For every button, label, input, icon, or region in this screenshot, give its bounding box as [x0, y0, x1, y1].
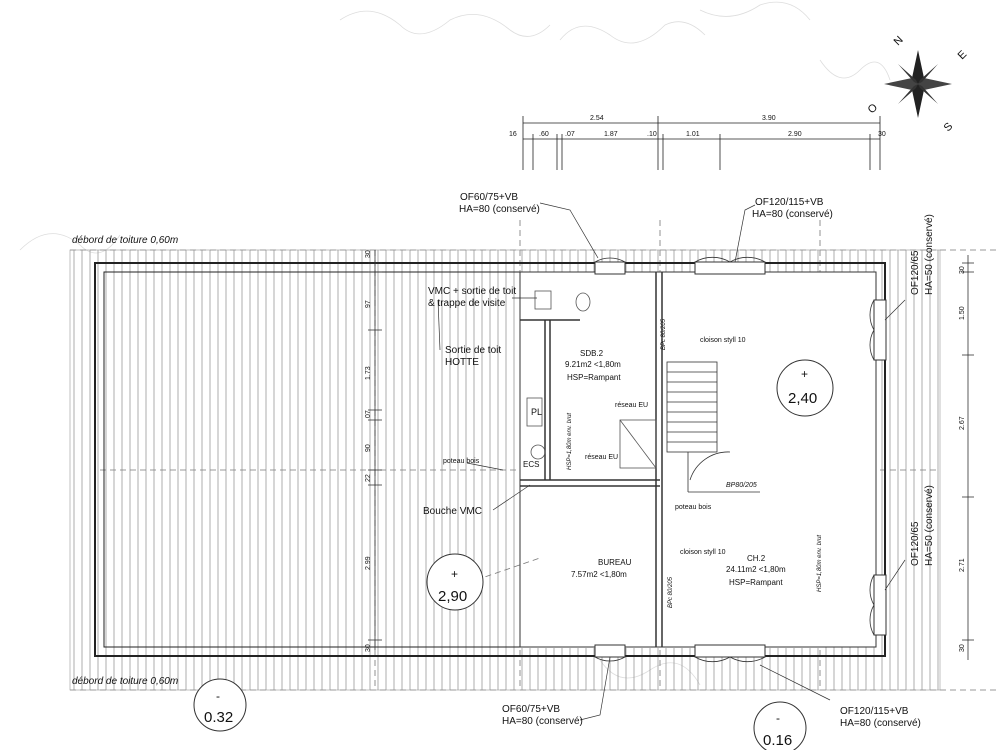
hotte-note-line2: HOTTE [445, 357, 479, 368]
compass-label-s: S [942, 120, 956, 134]
staircase [666, 361, 760, 493]
dim-seg-7: 2.90 [788, 131, 802, 138]
pl-label: PL [531, 407, 542, 417]
dim-left-3: 1.73 [365, 366, 372, 380]
dim-left-8: 30 [365, 644, 372, 652]
dim-seg-1: 16 [509, 131, 517, 138]
roof-hatch-bottom [520, 648, 820, 690]
dim-seg-2: .60 [539, 131, 549, 138]
compass-label-o: O [866, 101, 881, 116]
living-area [520, 272, 876, 647]
hsp-note-right: HSP=1,80m env. brut [817, 535, 823, 592]
room-sdb-hsp: HSP=Rampant [567, 373, 621, 382]
bp-note-mid: BP80/205 [726, 482, 757, 489]
window-4-ha: HA=50 (conservé) [924, 485, 935, 566]
dim-overall-2: 3.90 [762, 115, 776, 122]
dim-right-1: 30 [959, 266, 966, 274]
reseau-eu-1: réseau EU [615, 402, 648, 409]
roof-hatch-top [520, 250, 820, 272]
dim-left-4: 07 [365, 410, 372, 418]
dim-overall-1: 2.54 [590, 115, 604, 122]
dim-right-4: 2.71 [959, 558, 966, 572]
window-5-ha: HA=80 (conservé) [502, 716, 583, 727]
hsp-note-left: HSP=1,80m env. brut [567, 413, 573, 470]
level-4-sign: - [776, 711, 780, 725]
room-sdb-name: SDB.2 [580, 349, 604, 358]
dim-seg-8: 30 [878, 131, 886, 138]
dim-seg-6: 1.01 [686, 131, 700, 138]
window-2-ha: HA=80 (conservé) [752, 209, 833, 220]
level-2-value: 2,90 [438, 588, 467, 605]
ecs-label: ECS [523, 460, 539, 469]
left-dimension-chain [368, 250, 382, 650]
room-bureau-area: 7.57m2 <1,80m [571, 570, 627, 579]
window-3-type: OF120/65 [910, 250, 921, 295]
window-3-ha: HA=50 (conservé) [924, 214, 935, 295]
room-ch-area: 24.11m2 <1,80m [726, 565, 786, 574]
dim-seg-5: .10 [647, 131, 657, 138]
poteau-bois-right: poteau bois [675, 504, 712, 511]
level-4-value: 0.16 [763, 732, 792, 749]
reseau-eu-2: réseau EU [585, 454, 618, 461]
level-3-value: 0.32 [204, 709, 233, 726]
poteau-bois-left: poteau bois [443, 458, 480, 465]
leader-lines [437, 202, 906, 721]
hotte-note-line1: Sortie de toit [445, 345, 501, 356]
room-bureau-name: BUREAU [598, 558, 632, 567]
dim-left-7: 2.99 [365, 556, 372, 570]
room-sdb-area: 9.21m2 <1,80m [565, 360, 621, 369]
compass-label-n: N [892, 34, 906, 48]
window-6-ha: HA=80 (conservé) [840, 718, 921, 729]
window-6-type: OF120/115+VB [840, 706, 909, 717]
dim-left-6: 22 [365, 474, 372, 482]
cloison-note-bottom: cloison styll 10 [680, 549, 726, 556]
window-1-type: OF60/75+VB [460, 192, 518, 203]
dim-right-2: 1.50 [959, 306, 966, 320]
level-2-sign: + [451, 567, 458, 581]
cloison-note-top: cloison styll 10 [700, 337, 746, 344]
dim-right-3: 2.67 [959, 416, 966, 430]
top-dimension-chain [522, 116, 881, 170]
roof-overhang-label-bottom: débord de toiture 0,60m [72, 676, 178, 687]
bathroom-fixtures [526, 290, 657, 469]
vmc-note-line2: & trappe de visite [428, 298, 506, 309]
roof-overhang-label-top: débord de toiture 0,60m [72, 235, 178, 246]
room-ch-hsp: HSP=Rampant [729, 578, 783, 587]
dim-right-5: 30 [959, 644, 966, 652]
dim-left-5: 90 [365, 444, 372, 452]
level-3-sign: - [216, 689, 220, 703]
level-markers [193, 359, 834, 750]
window-1-ha: HA=80 (conservé) [459, 204, 540, 215]
right-dimension-chain [962, 255, 974, 660]
window-openings [594, 261, 887, 658]
dim-seg-3: .07 [565, 131, 575, 138]
bouche-vmc-note: Bouche VMC [423, 506, 482, 517]
window-4-type: OF120/65 [910, 521, 921, 566]
window-5-type: OF60/75+VB [502, 704, 560, 715]
roof-hatch-left [70, 250, 520, 690]
compass-rose-icon: N E S O [866, 34, 970, 134]
bp-note-bottom: BPc 80/205 [668, 576, 674, 608]
window-2-type: OF120/115+VB [755, 197, 824, 208]
level-1-sign: + [801, 367, 808, 381]
bp-note-top: BPc 80/205 [661, 318, 667, 350]
dim-seg-4: 1.87 [604, 131, 618, 138]
door-swings [594, 256, 875, 663]
level-1-value: 2,40 [788, 390, 817, 407]
vmc-note-line1: VMC + sortie de toit [428, 286, 516, 297]
dim-left-2: 97 [365, 300, 372, 308]
compass-label-e: E [956, 48, 970, 62]
dim-left-1: 30 [365, 250, 372, 258]
level-leaders [475, 557, 541, 581]
room-ch-name: CH.2 [747, 554, 766, 563]
